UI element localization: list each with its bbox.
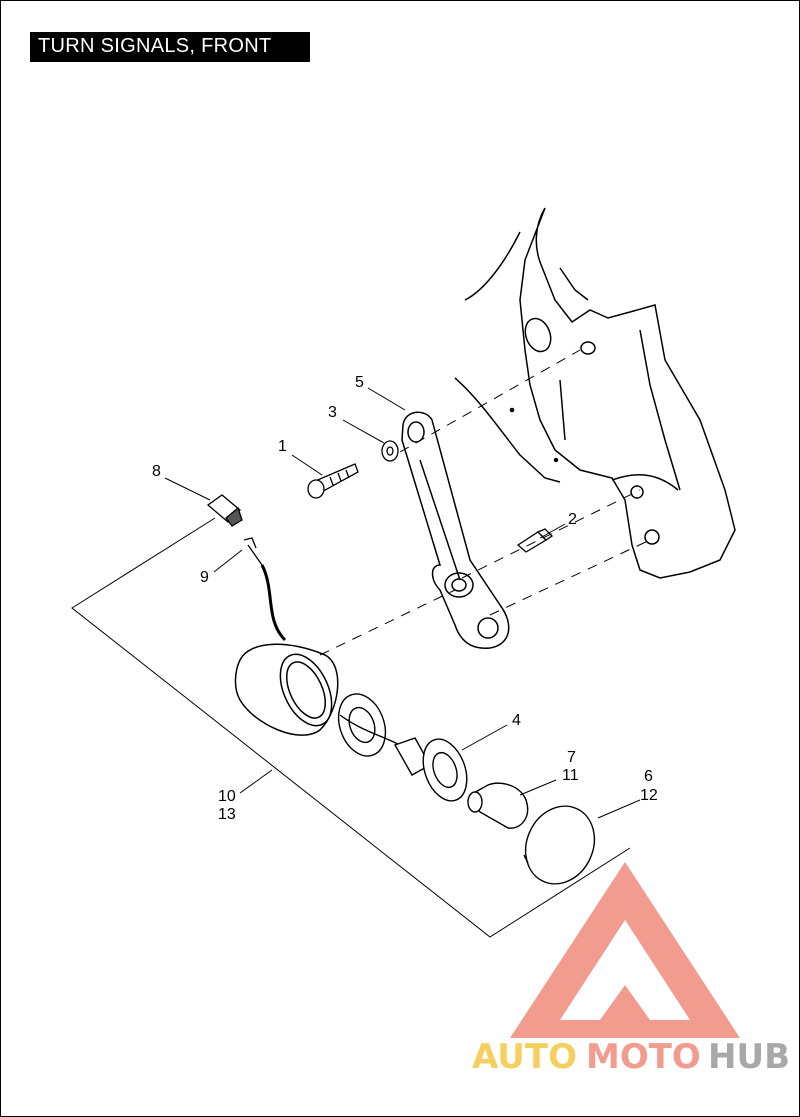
- callout-4: 4: [512, 712, 521, 729]
- lamp-socket: [393, 737, 468, 802]
- watermark-moto: MOTO: [586, 1037, 701, 1077]
- title-banner: TURN SIGNALS, FRONT: [30, 32, 310, 62]
- watermark-hub: HUB: [708, 1037, 790, 1077]
- leader-lines: [164, 387, 641, 819]
- callout-12: 12: [640, 787, 658, 804]
- callout-2: 2: [568, 511, 577, 528]
- callout-6: 6: [644, 768, 653, 785]
- assembly-lines: [319, 349, 651, 656]
- connector: [206, 494, 243, 527]
- bulb: [467, 782, 529, 829]
- lamp-housing: [234, 643, 339, 736]
- callout-5: 5: [355, 374, 364, 391]
- watermark-triangle-inner: [600, 985, 650, 1020]
- watermark-logo: AUTO MOTO HUB: [472, 862, 790, 1077]
- callout-7: 7: [567, 749, 576, 766]
- gasket: [337, 693, 401, 757]
- callout-8: 8: [152, 463, 161, 480]
- callout-10: 10: [218, 788, 236, 805]
- callout-13: 13: [218, 806, 236, 823]
- group-bracket: [71, 517, 631, 938]
- callout-11: 11: [562, 767, 579, 784]
- callout-9: 9: [200, 569, 209, 586]
- callout-3: 3: [328, 404, 337, 421]
- fork-slider: [454, 207, 736, 579]
- mounting-bracket: [401, 411, 510, 649]
- watermark-auto: AUTO: [472, 1037, 577, 1077]
- callout-labels: 1 2 3 4 5 6 7 8 9 10 11 12 13: [152, 374, 658, 823]
- wire-terminal: [243, 537, 287, 642]
- callout-1: 1: [278, 438, 287, 455]
- screw: [307, 463, 359, 499]
- washer: [381, 440, 399, 462]
- lens: [523, 805, 596, 885]
- page-title: TURN SIGNALS, FRONT: [38, 35, 272, 57]
- watermark-triangle: [510, 862, 740, 1038]
- bolt: [516, 528, 554, 553]
